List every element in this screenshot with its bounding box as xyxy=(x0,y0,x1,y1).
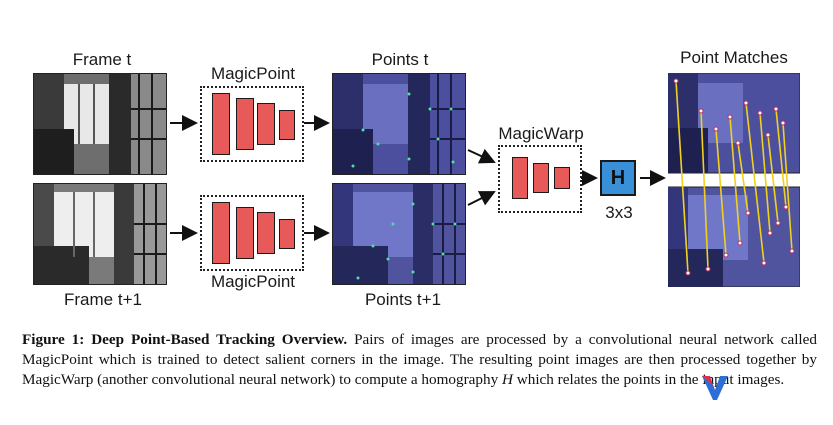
frame-t1-image xyxy=(33,183,167,285)
homography-h-box: H xyxy=(600,160,636,196)
magicpoint-top-network xyxy=(200,86,304,162)
points-t1-image xyxy=(332,183,466,285)
layer-bar xyxy=(236,207,254,259)
points-t1-label: Points t+1 xyxy=(364,290,442,309)
caption-h-variable: H xyxy=(502,371,513,388)
arrow-points-top-to-magicwarp xyxy=(467,148,496,164)
magicpoint-top-label: MagicPoint xyxy=(210,64,296,83)
layer-bar xyxy=(236,98,254,150)
layer-bar xyxy=(533,163,549,193)
frame-t1-label: Frame t+1 xyxy=(64,290,142,309)
point-matches-label: Point Matches xyxy=(680,48,788,67)
points-t-label: Points t xyxy=(371,50,429,69)
frame-t-image xyxy=(33,73,167,175)
figure-caption: Figure 1: Deep Point-Based Tracking Over… xyxy=(22,330,817,390)
magicwarp-label: MagicWarp xyxy=(498,124,584,143)
layer-bar xyxy=(279,219,295,249)
layer-bar xyxy=(257,212,275,254)
watermark-icon xyxy=(702,376,728,400)
layer-bar xyxy=(257,103,275,145)
layer-bar xyxy=(212,93,230,155)
layer-bar xyxy=(279,110,295,140)
arrow-points-bottom-to-magicwarp xyxy=(467,191,496,206)
caption-body-1: Pairs of images are processed by a convo… xyxy=(22,331,817,388)
points-t-image xyxy=(332,73,466,175)
point-matches-image xyxy=(668,73,800,287)
layer-bar xyxy=(512,157,528,199)
magicpoint-bottom-label: MagicPoint xyxy=(210,272,296,291)
magicpoint-bottom-network xyxy=(200,195,304,271)
frame-t-label: Frame t xyxy=(72,50,132,69)
flow-arrows xyxy=(170,115,666,241)
watermark-logo xyxy=(700,372,820,402)
layer-bar xyxy=(212,202,230,264)
layer-bar xyxy=(554,167,570,189)
h-size-label: 3x3 xyxy=(605,203,633,222)
caption-heading: Figure 1: Deep Point-Based Tracking Over… xyxy=(22,331,348,348)
